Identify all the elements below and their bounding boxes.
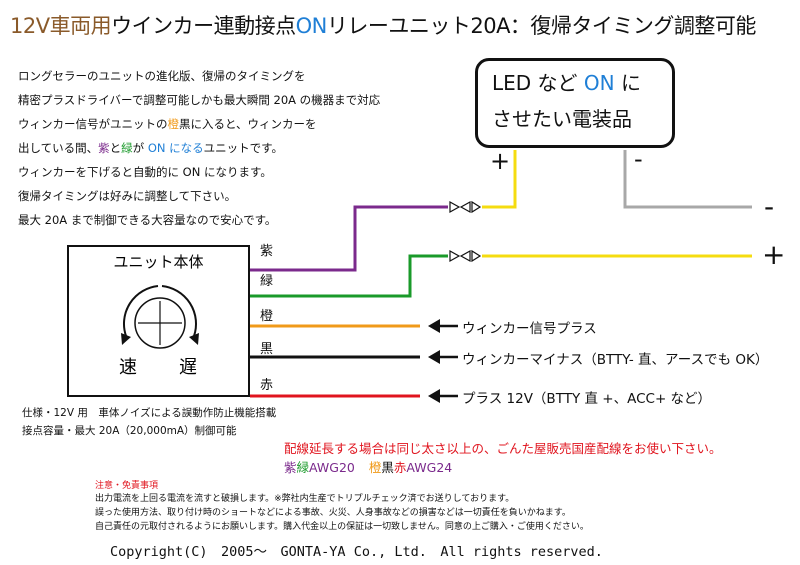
title-winker: ウインカー連動接点: [111, 14, 296, 38]
description-line-6: 復帰タイミングは好みに調整して下さい。: [18, 189, 237, 203]
purple-wire: [250, 205, 448, 272]
wiring-extension-note: 配線延長する場合は同じ太さ以上の、ごんた屋販売国産配線をお使い下さい。: [284, 441, 722, 456]
description-line-7: 最大 20A まで制御できる大容量なので安心です。: [18, 213, 277, 227]
connector-bottom: [449, 249, 482, 263]
page-title: 12V車両用ウインカー連動接点ONリレーユニット20A：復帰タイミング調整可能: [10, 10, 756, 40]
target-device-line-1: LED など ON に: [492, 71, 641, 95]
copyright: Copyright(C) 2005～ GONTA-YA Co., Ltd. Al…: [110, 544, 603, 560]
spec-line-2: 接点容量・最大 20A（20,000mA）制御可能: [22, 425, 237, 437]
gray-wire: [623, 150, 752, 209]
wire-label-purple: 紫: [260, 244, 274, 259]
speed-fast-label: 速: [119, 357, 137, 378]
unit-title: ユニット本体: [113, 253, 204, 271]
connection-red-label: プラス 12V（BTTY 直 +、ACC+ など）: [462, 391, 712, 407]
spec-line-1: 仕様・12V 用 車体ノイズによる誤動作防止機能搭載: [22, 407, 277, 419]
battery-plus-sign: +: [762, 238, 786, 271]
wire-label-red: 赤: [260, 378, 274, 393]
disclaimer-line-3: 自己責任の元取付されるようにお願いします。購入代金以上の保証は一切致しません。同…: [95, 522, 589, 532]
disclaimer-heading: 注意・免責事項: [95, 481, 159, 491]
unit-body: ユニット本体 速 遅: [67, 245, 250, 397]
title-on: ON: [295, 14, 328, 38]
wire-label-black: 黒: [260, 342, 274, 357]
description-line-3: ウィンカー信号がユニットの橙黒に入ると、ウィンカーを: [18, 117, 317, 131]
target-device-box: LED など ON に させたい電装品: [475, 58, 675, 148]
title-rest: リレーユニット20A：復帰タイミング調整可能: [326, 14, 757, 38]
adjust-dial-icon: [121, 285, 199, 349]
description-line-1: ロングセラーのユニットの進化版、復帰のタイミングを: [18, 69, 306, 83]
description-line-2: 精密プラスドライバーで調整可能しかも最大瞬間 20A の機器まで対応: [18, 93, 381, 107]
description-line-5: ウィンカーを下げると自動的に ON になります。: [18, 165, 272, 179]
connection-orange-label: ウィンカー信号プラス: [462, 321, 597, 337]
green-wire: [250, 254, 448, 298]
target-device-line-2: させたい電装品: [492, 107, 632, 131]
speed-slow-label: 遅: [179, 357, 197, 378]
arrow-black: [428, 350, 458, 364]
yellow-wire: [482, 150, 517, 209]
wire-label-orange: 橙: [260, 309, 274, 324]
arrow-red: [428, 389, 458, 403]
wire-label-green: 緑: [260, 274, 274, 289]
connector-top: [449, 200, 482, 214]
connection-black-label: ウィンカーマイナス（BTTY- 直、アースでも OK）: [462, 352, 769, 368]
battery-minus-sign: -: [764, 190, 775, 223]
description-line-4: 出している間、紫と緑が ON になるユニットです。: [18, 141, 283, 155]
disclaimer-line-1: 出力電流を上回る電流を流すと破損します。※弊社内生産でトリプルチェック済でお送り…: [95, 494, 515, 504]
disclaimer-line-2: 誤った使用方法、取り付け時のショートなどによる事故、火災、人身事故などの損害など…: [95, 508, 571, 518]
device-plus-sign: +: [490, 147, 511, 175]
device-minus-sign: -: [634, 145, 643, 173]
arrow-orange: [428, 319, 458, 333]
title-vehicle: 12V車両用: [10, 14, 112, 38]
